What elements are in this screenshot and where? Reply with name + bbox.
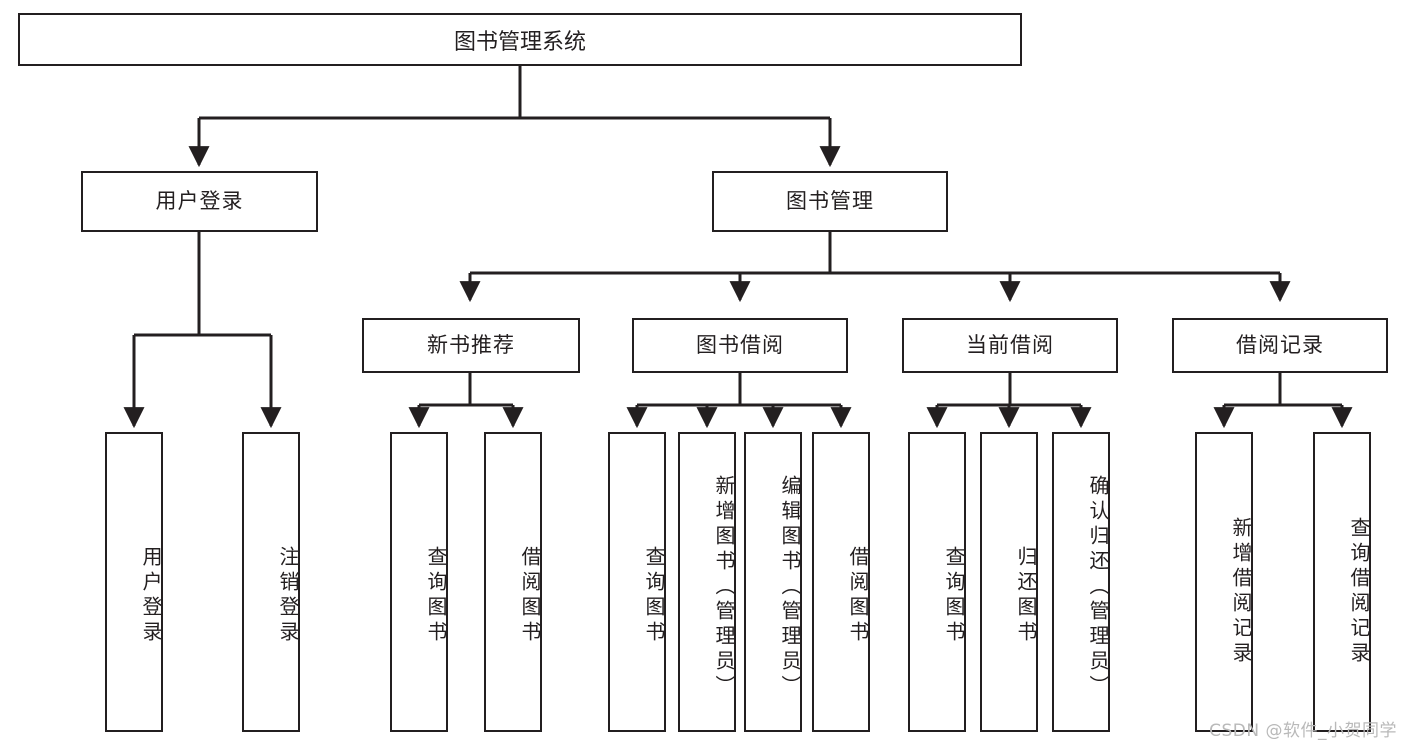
leaf-user-login-1[interactable]: 用户登录 — [105, 432, 163, 732]
leaf-label: 查询图书 — [942, 546, 966, 646]
node-root-system[interactable]: 图书管理系统 — [18, 13, 1022, 66]
node-borrow-record[interactable]: 借阅记录 — [1172, 318, 1388, 373]
csdn-watermark: CSDN @软件_小贺同学 — [1209, 721, 1397, 741]
leaf-label: 借阅图书 — [518, 546, 542, 646]
node-book-management-label: 图书管理 — [786, 188, 874, 213]
leaf-current-borrow-3[interactable]: 确认归还（管理员） — [1052, 432, 1110, 732]
node-user-login-label: 用户登录 — [155, 188, 244, 213]
leaf-label: 新增图书（管理员） — [712, 474, 736, 700]
leaf-label: 查询借阅记录 — [1347, 517, 1371, 667]
leaf-book-borrow-3[interactable]: 编辑图书（管理员） — [744, 432, 802, 732]
leaf-label: 编辑图书（管理员） — [778, 474, 802, 700]
leaf-label: 借阅图书 — [846, 546, 870, 646]
leaf-current-borrow-2[interactable]: 归还图书 — [980, 432, 1038, 732]
leaf-label: 用户登录 — [139, 546, 163, 646]
leaf-book-borrow-2[interactable]: 新增图书（管理员） — [678, 432, 736, 732]
node-borrow-record-label: 借阅记录 — [1236, 332, 1324, 357]
leaf-book-borrow-4[interactable]: 借阅图书 — [812, 432, 870, 732]
node-user-login[interactable]: 用户登录 — [81, 171, 318, 232]
leaf-new-book-1[interactable]: 查询图书 — [390, 432, 448, 732]
leaf-label: 查询图书 — [642, 546, 666, 646]
node-new-book-recommend-label: 新书推荐 — [427, 332, 515, 357]
leaf-current-borrow-1[interactable]: 查询图书 — [908, 432, 966, 732]
leaf-label: 新增借阅记录 — [1229, 517, 1253, 667]
leaf-label: 归还图书 — [1014, 546, 1038, 646]
leaf-borrow-record-2[interactable]: 查询借阅记录 — [1313, 432, 1371, 732]
node-book-borrow[interactable]: 图书借阅 — [632, 318, 848, 373]
node-current-borrow[interactable]: 当前借阅 — [902, 318, 1118, 373]
node-book-borrow-label: 图书借阅 — [696, 332, 784, 357]
leaf-label: 注销登录 — [276, 546, 300, 646]
leaf-label: 确认归还（管理员） — [1086, 474, 1110, 700]
node-current-borrow-label: 当前借阅 — [966, 332, 1054, 357]
leaf-new-book-2[interactable]: 借阅图书 — [484, 432, 542, 732]
node-new-book-recommend[interactable]: 新书推荐 — [362, 318, 580, 373]
leaf-book-borrow-1[interactable]: 查询图书 — [608, 432, 666, 732]
leaf-borrow-record-1[interactable]: 新增借阅记录 — [1195, 432, 1253, 732]
node-book-management[interactable]: 图书管理 — [712, 171, 948, 232]
leaf-label: 查询图书 — [424, 546, 448, 646]
node-root-label: 图书管理系统 — [453, 29, 586, 55]
leaf-user-login-2[interactable]: 注销登录 — [242, 432, 300, 732]
